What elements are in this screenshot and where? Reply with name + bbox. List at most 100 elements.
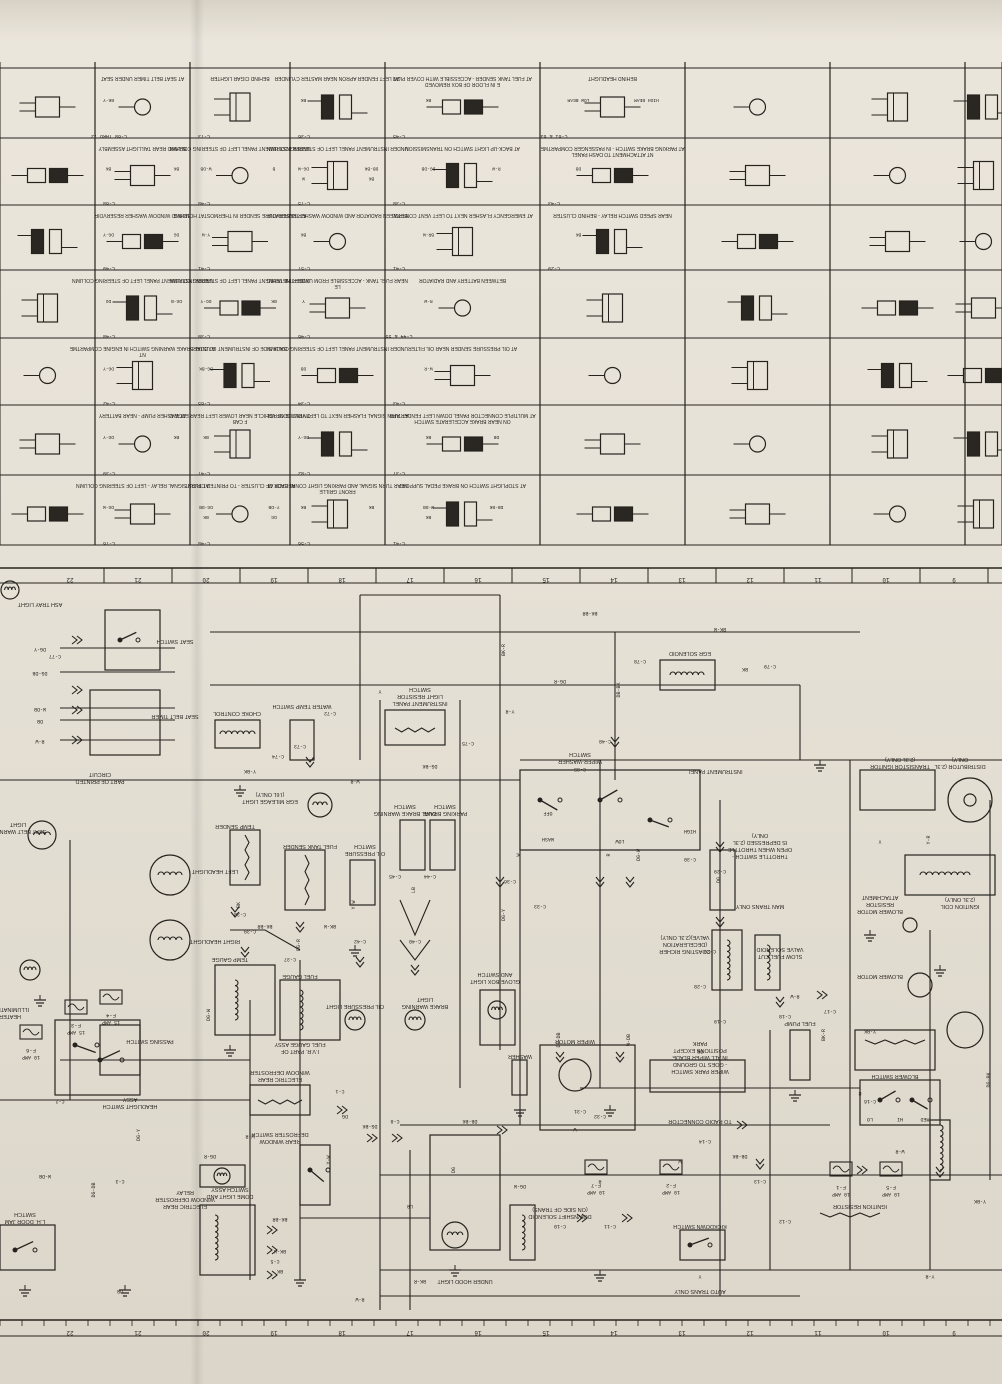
ruler-number: 10 — [882, 576, 890, 583]
ground-icon — [594, 1270, 606, 1282]
wire-color-label: W-DB — [39, 1173, 51, 1179]
ignition-resistor-icon — [819, 1212, 881, 1218]
connector-panel-cell — [871, 429, 909, 459]
connector-chevron — [366, 1133, 373, 1143]
connector-housing — [320, 94, 335, 120]
connector-housing — [744, 164, 771, 187]
component-label-wiper-motor: WIPER MOTOR — [555, 1038, 595, 1044]
connector-id-label: C-10 — [554, 1223, 566, 1229]
panel-id: C-65 — [198, 400, 210, 406]
switch-blade — [14, 1240, 34, 1251]
connector-panel-cell: AT MULTIPLE CONNECTOR PANEL DOWN LEFT FE… — [389, 412, 536, 476]
connector-panel-cell — [861, 300, 934, 316]
panel-wire-label: W-DB — [200, 166, 211, 172]
component-label-instrument-panel: INSTRUMENT PANEL — [687, 768, 742, 774]
ruler-number: 10 — [882, 1329, 890, 1336]
connector-chevron — [71, 705, 78, 715]
connector-panel-cell: AT TEMPERATURE SENDER IN THERMOSTAT HOUS… — [173, 212, 306, 271]
ground-icon — [34, 995, 46, 1007]
panel-caption: BACK SIDE OF INSTRUMENT CLUSTER — [193, 345, 287, 351]
lamp-filament — [4, 586, 16, 591]
wire-color-label: W — [573, 1126, 576, 1132]
panel-caption: NEAR TURN SIGNAL AND PARKING LIGHT CONNE… — [267, 482, 408, 488]
connector-id-label: C-12 — [779, 1218, 791, 1224]
connector-panel-cell: AT EMERGENCY FLASHER NEXT TO LEFT VENT C… — [392, 212, 533, 271]
panel-wire-label: Y-DB — [268, 504, 279, 510]
connector-housing — [445, 501, 460, 527]
water-temp-switch-box — [289, 719, 315, 761]
lamp-filament — [348, 1016, 362, 1021]
component-label-water-temp: WATER TEMP SWITCH — [272, 703, 331, 709]
component-label-blower-switch: BLOWER SWITCH — [871, 1073, 918, 1079]
component-label-egr-light: (I.6L ONLY) — [255, 791, 284, 797]
connector-panel-cell — [576, 506, 649, 522]
panel-wire-label: DB-BK — [489, 504, 503, 510]
choke-coil-icon — [219, 730, 256, 735]
blower-motor-icon — [907, 972, 933, 998]
fuse-box — [584, 1159, 608, 1175]
connector-housing — [241, 300, 261, 316]
panel-id: C-45 — [393, 133, 405, 139]
panel-wire-label: B — [272, 166, 275, 172]
switch-contact — [895, 1097, 901, 1103]
wire-color-label: DB-BK — [732, 1153, 747, 1159]
washer-motor-box — [511, 1059, 528, 1096]
wire-color-label: W — [678, 1158, 681, 1164]
connector-housing — [449, 364, 476, 387]
connector-id-label: C-20 — [704, 948, 716, 954]
connector-housing — [884, 230, 911, 253]
door-jam-switch-icon — [12, 1240, 38, 1253]
connector-housing — [338, 94, 353, 120]
lower-coil-icon — [939, 1124, 944, 1171]
connector-icon — [295, 921, 305, 933]
lamp-bulb — [149, 854, 191, 896]
connector-panel-cell — [733, 435, 767, 453]
component-label-brake-switch: DUAL BRAKE WARNING — [374, 810, 437, 816]
ruler-number: 9 — [952, 1329, 956, 1336]
ruler-number: 13 — [678, 576, 686, 583]
connector-housing — [463, 99, 484, 115]
wire-color-label: DG-Y — [136, 1129, 142, 1141]
connector-icon — [625, 876, 635, 888]
connector-icon — [715, 916, 725, 928]
component-label-glove-box: AND SWITCH — [478, 971, 513, 977]
fuse-element — [102, 993, 120, 1001]
wire-color-label: BK — [742, 666, 748, 672]
rear-defroster-box — [249, 1084, 311, 1116]
connector-round — [133, 435, 152, 453]
connector-id-label: C-37 — [284, 956, 296, 962]
ignition-coil-lower-box — [929, 1119, 951, 1181]
connector-panel-cell — [733, 98, 767, 116]
connector-icon — [266, 1225, 278, 1235]
component-label-distributor: DISTRIBUTOR (2.3L — [934, 763, 985, 769]
wire-color-label: Y-BK — [864, 1028, 876, 1034]
connector-panel-cell — [21, 293, 59, 323]
switch-blade — [309, 1169, 325, 1183]
connector-icon — [595, 876, 605, 888]
connector-housing — [463, 162, 478, 189]
component-label-coasting-richer: COASTING RICHER — [659, 948, 710, 954]
panel-caption: BEHIND WINDOW WASHER RESERVOIR — [94, 212, 191, 218]
component-label-slow-fuel-cut: VALVE SOLENOID — [757, 946, 804, 952]
component-label-printed-circuit: CIRCUIT — [88, 771, 111, 777]
wire-color-label: DB — [117, 1288, 123, 1294]
connector-panel-cell — [953, 431, 1002, 457]
connector-icon — [71, 635, 83, 645]
wire-color-label: LB — [407, 1203, 413, 1209]
panel-wire-label: BK — [174, 166, 180, 172]
connector-chevron — [305, 761, 315, 768]
lamp-bulb — [487, 1000, 507, 1020]
brake-warning-lamp-icon — [404, 1009, 426, 1031]
connector-chevron — [371, 1133, 378, 1143]
component-label-dome-light: DOME LIGHT AND — [206, 1193, 253, 1199]
panel-id: C-41 — [198, 265, 210, 271]
component-label-door-switch: SWITCH — [14, 1211, 36, 1217]
connector-icon — [71, 735, 83, 745]
connector-housing — [320, 431, 335, 457]
panel-wire-label: BK — [426, 97, 432, 103]
connector-round — [748, 98, 767, 116]
panel-wire-label: DG-B — [171, 298, 182, 304]
